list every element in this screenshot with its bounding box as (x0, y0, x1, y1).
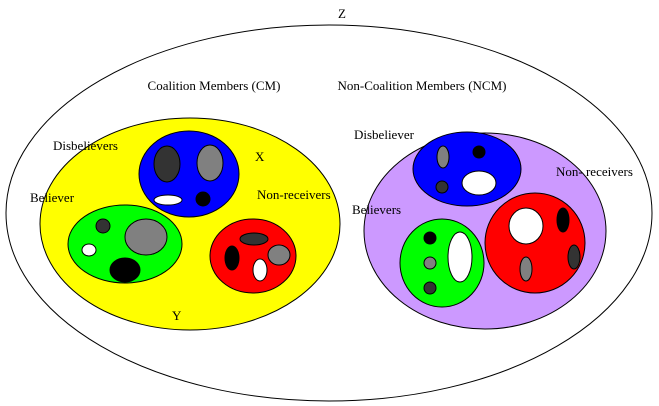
ncm-nonreceiver-member (508, 207, 544, 245)
cm-disbeliever-member (153, 194, 183, 206)
ncm-believer-member (423, 256, 437, 270)
cm-nonreceiver-member (224, 245, 240, 271)
ncm-nonreceivers-group (484, 192, 586, 294)
ncm-disbeliever-member (435, 180, 449, 194)
cm-nonreceiver-member (252, 258, 268, 282)
ncm-nonreceiver-member (519, 256, 533, 282)
label-non-coalition-members: Non-Coalition Members (NCM) (338, 78, 507, 93)
ncm-nonreceiver-member (567, 244, 581, 270)
cm-nonreceivers-group (209, 218, 297, 294)
ncm-disbeliever-member (461, 170, 497, 196)
ncm-believer-member (423, 281, 437, 295)
label-ncm-believers: Believers (352, 202, 401, 217)
ncm-believer-member (447, 231, 473, 283)
label-ncm-nonreceivers: Non- receivers (556, 164, 633, 179)
ncm-disbelievers-group (412, 131, 522, 207)
cm-disbeliever-member (196, 144, 224, 182)
ncm-disbeliever-member (436, 145, 450, 169)
ncm-disbeliever-member (472, 145, 486, 159)
cm-nonreceiver-member (267, 244, 291, 266)
ncm-believer-member (423, 231, 437, 245)
label-ncm-disbeliever: Disbeliever (354, 127, 415, 142)
label-coalition-members: Coalition Members (CM) (148, 78, 281, 93)
cm-believer-member (109, 257, 141, 283)
cm-believer-member (95, 218, 111, 234)
cm-disbeliever-member (195, 191, 211, 207)
label-cm-x: X (255, 149, 265, 164)
cm-disbelievers-group (138, 130, 240, 218)
label-cm-nonreceivers: Non-receivers (257, 187, 331, 202)
ncm-nonreceiver-member (556, 207, 570, 233)
label-cm-believer: Believer (30, 190, 75, 205)
label-cm-y: Y (172, 308, 182, 323)
cm-believer-member (81, 243, 97, 257)
cm-disbeliever-member (153, 145, 181, 183)
cm-believer-member (124, 218, 168, 256)
label-cm-disbelievers: Disbelievers (53, 138, 118, 153)
cm-nonreceiver-member (239, 232, 269, 246)
label-z: Z (338, 6, 346, 21)
